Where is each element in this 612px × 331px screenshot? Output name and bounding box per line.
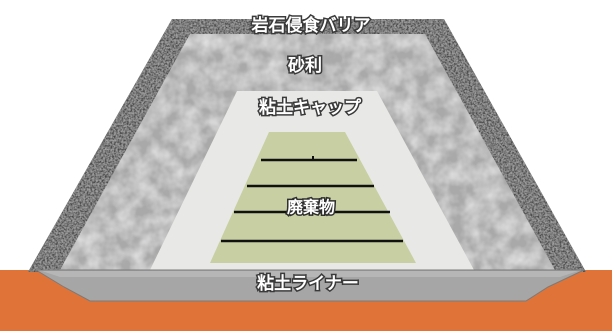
gravel-label: 砂利 — [288, 55, 322, 76]
clay-cap-label: 粘土キャップ — [259, 97, 362, 118]
clay-liner-highlight — [42, 271, 578, 277]
waste-label: 廃棄物 — [287, 198, 335, 217]
rock-barrier-label: 岩石侵食バリア — [251, 15, 371, 36]
clay-liner-label: 粘土ライナー — [257, 273, 359, 294]
waste-layer — [210, 132, 416, 263]
clay-liner-layer — [34, 269, 585, 302]
